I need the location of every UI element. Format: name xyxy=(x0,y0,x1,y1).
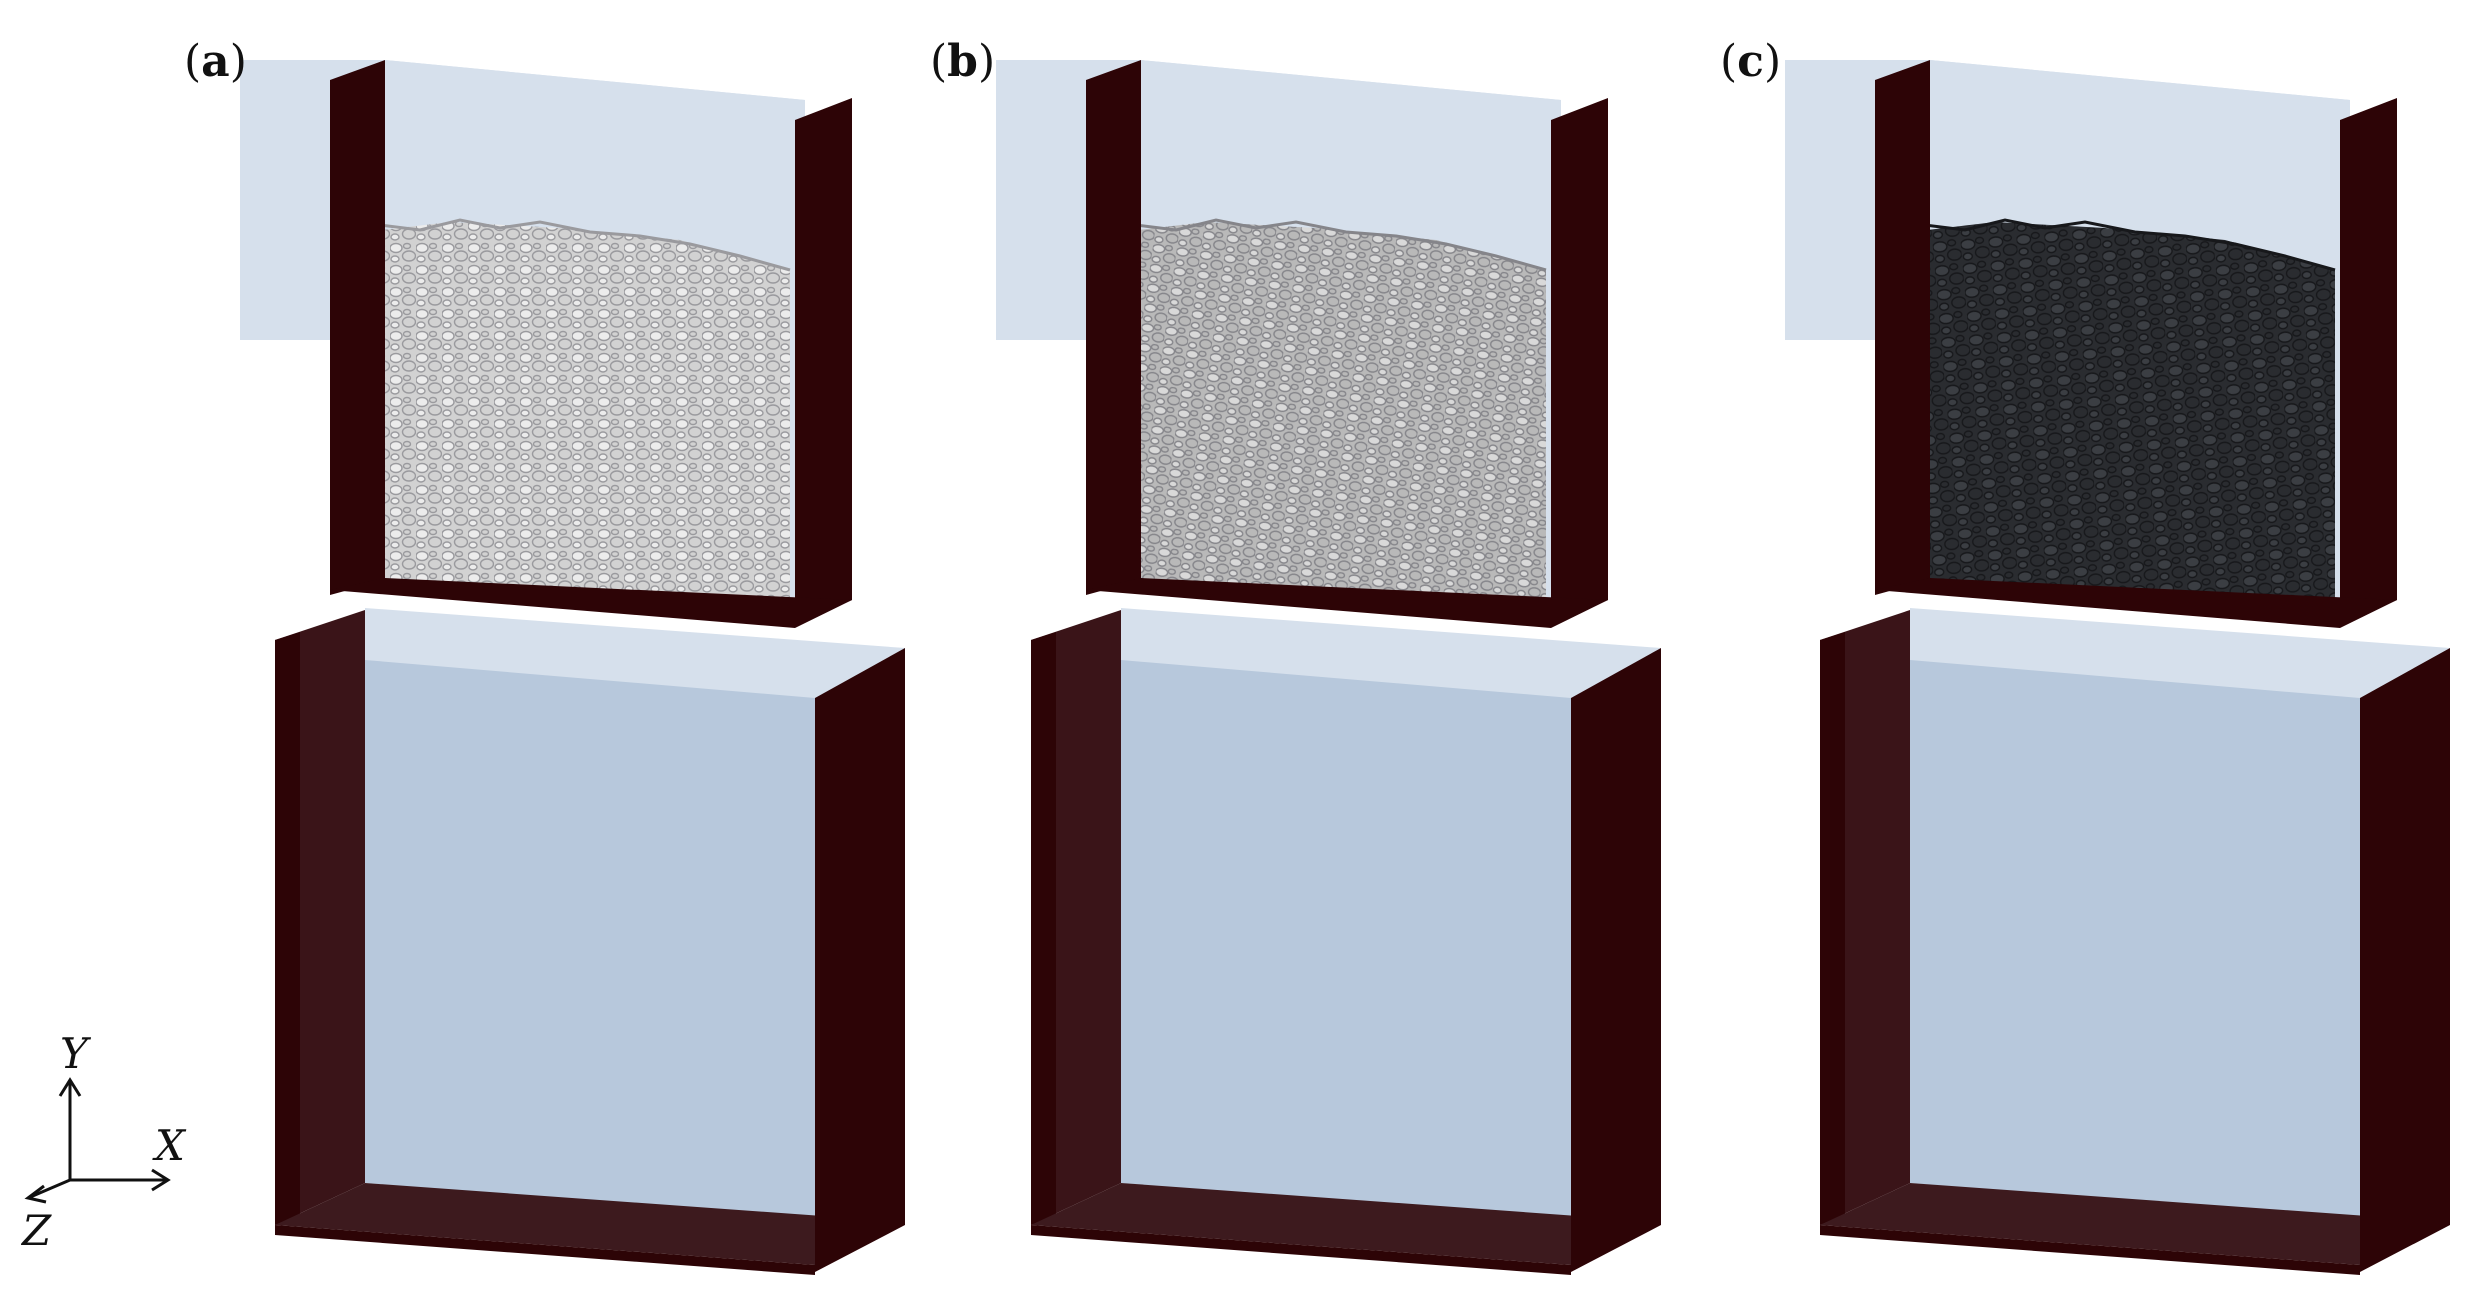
lower-wall-right xyxy=(2360,648,2450,1272)
particle-bed-top-a xyxy=(339,218,791,272)
upper-wall-right xyxy=(2340,98,2397,625)
particle-bed-b xyxy=(1096,222,1546,620)
panel-b: (b) xyxy=(930,36,1661,1275)
lower-water xyxy=(1121,660,1571,1220)
lower-wall-right xyxy=(1571,648,1661,1272)
lower-floor xyxy=(1820,1183,2450,1265)
axis-triad xyxy=(24,1077,171,1204)
lower-wall-left-edge xyxy=(275,632,300,1225)
axis-x-label: X xyxy=(152,1121,187,1170)
panel-c: (c) xyxy=(1720,36,2450,1275)
upper-wall-left xyxy=(1086,60,1141,595)
lower-floor xyxy=(275,1183,905,1265)
lower-floor-edge xyxy=(1031,1225,1571,1275)
lower-tank-b xyxy=(1031,608,1661,1275)
particle-bed-top-b xyxy=(1095,218,1547,272)
panel-label-c: (c) xyxy=(1720,36,1781,87)
upper-wall-left xyxy=(1875,60,1930,595)
lower-tank-c xyxy=(1820,608,2450,1275)
upper-wall-bottom xyxy=(330,578,852,628)
lower-floor-edge xyxy=(1820,1225,2360,1275)
lower-wall-right xyxy=(815,648,905,1272)
upper-wall-bottom xyxy=(1875,578,2397,628)
particle-bed-top-c xyxy=(1884,218,2336,272)
panel-label-a: (a) xyxy=(184,36,247,87)
lower-floor xyxy=(1031,1183,1661,1265)
upper-wall-bottom xyxy=(1086,578,1608,628)
particle-bed-c xyxy=(1885,222,2335,620)
panels: (a) (b) (c) xyxy=(184,36,2450,1275)
panel-a: (a) xyxy=(184,36,905,1275)
panel-label-b: (b) xyxy=(930,36,995,87)
upper-tank-a xyxy=(240,60,852,628)
axis-y-label: Y xyxy=(60,1029,92,1078)
axis-z-label: Z xyxy=(20,1206,52,1255)
upper-wall-right xyxy=(1551,98,1608,625)
lower-wall-left-edge xyxy=(1031,632,1056,1225)
lower-water xyxy=(1910,660,2360,1220)
upper-tank-c xyxy=(1785,60,2397,628)
particle-bed-a xyxy=(340,222,790,620)
lower-wall-left-edge xyxy=(1820,632,1845,1225)
upper-wall-right xyxy=(795,98,852,625)
upper-wall-left xyxy=(330,60,385,595)
upper-tank-b xyxy=(996,60,1608,628)
lower-floor-edge xyxy=(275,1225,815,1275)
lower-water xyxy=(365,660,815,1220)
lower-tank-a xyxy=(275,608,905,1275)
